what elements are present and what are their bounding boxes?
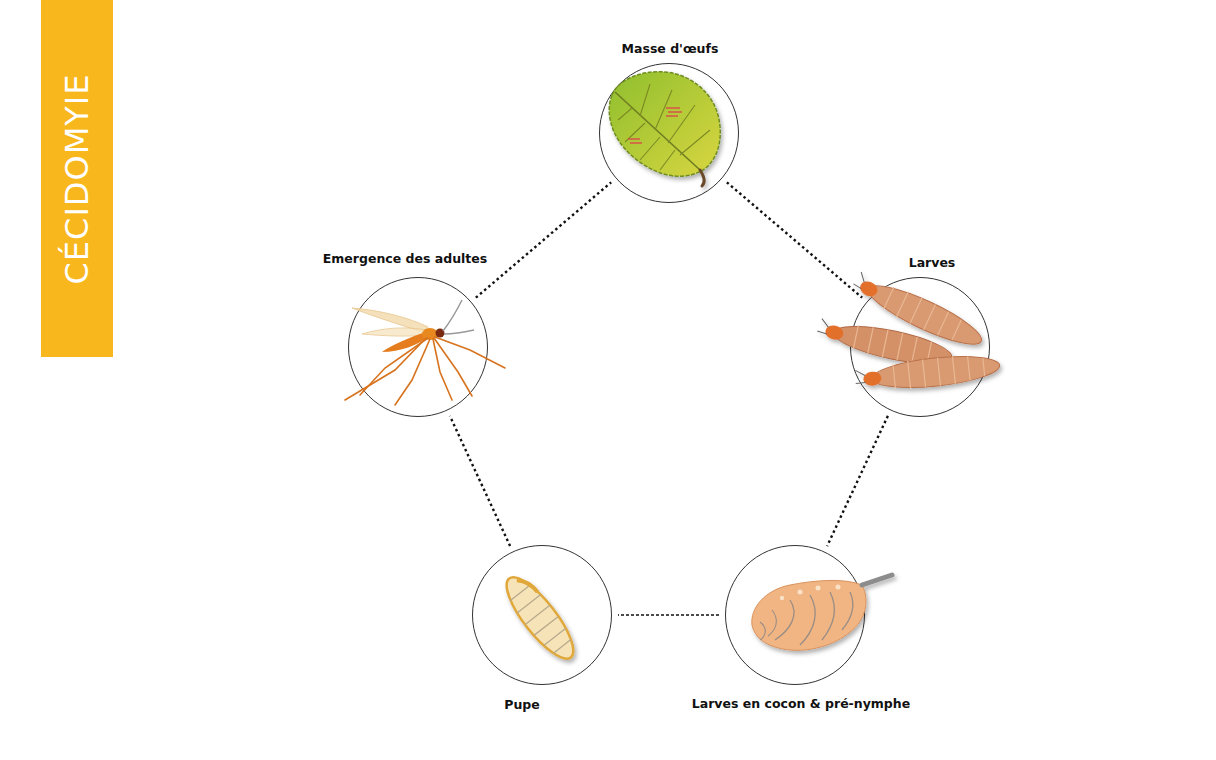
- stage-circle: Larves en cocon & pré-nymphe: [725, 545, 865, 685]
- stage-label: Emergence des adultes: [323, 251, 487, 266]
- dotted-connector: [476, 182, 611, 297]
- adult-midge-illustration: [345, 300, 505, 405]
- cocoon-illustration: [752, 575, 892, 650]
- stage-label: Masse d'œufs: [622, 41, 719, 56]
- title-band: CÉCIDOMYIE: [41, 0, 113, 357]
- stage-circle: Larves: [850, 277, 990, 417]
- stage-circle: Emergence des adultes: [348, 277, 488, 417]
- dotted-connector: [450, 416, 510, 546]
- dotted-connector: [827, 416, 888, 546]
- stage-label: Larves: [909, 255, 956, 270]
- pupa-illustration: [497, 569, 584, 668]
- stage-label: Pupe: [504, 697, 540, 712]
- leaf-illustration: [609, 72, 720, 186]
- larvae-illustration: [815, 269, 1001, 394]
- stage-circle: Pupe: [472, 545, 612, 685]
- dotted-connector: [727, 182, 862, 297]
- diagram-title: CÉCIDOMYIE: [58, 73, 96, 284]
- stage-label: Larves en cocon & pré-nymphe: [692, 696, 910, 711]
- stage-circle: Masse d'œufs: [599, 63, 739, 203]
- dotted-connector: [618, 614, 719, 616]
